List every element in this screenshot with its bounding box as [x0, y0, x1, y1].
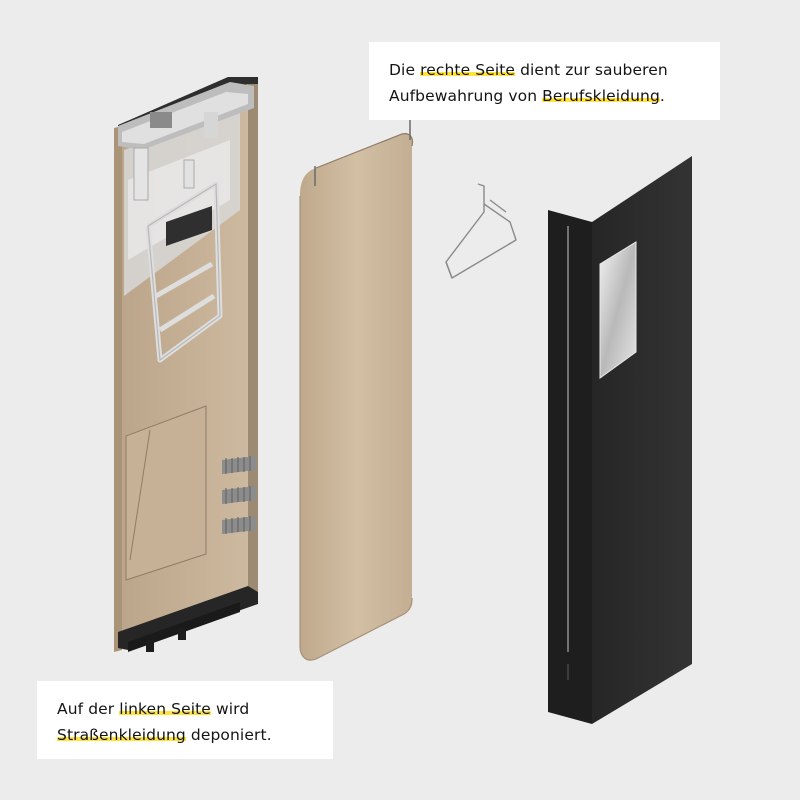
- partition-panel: [299, 118, 414, 661]
- callout-left-line-1: Auf der linken Seite wird: [57, 700, 250, 718]
- right-door: [548, 156, 692, 724]
- callout-right-side: Die rechte Seite dient zur sauberen Aufb…: [369, 42, 720, 120]
- hanger-icon: [445, 183, 517, 279]
- left-cabinet: [114, 77, 258, 652]
- callout-left-line-2: Straßenkleidung deponiert.: [57, 726, 272, 744]
- callout-right-line-2: Aufbewahrung von Berufskleidung.: [389, 87, 665, 105]
- highlight-rechte-seite: rechte Seite: [420, 61, 516, 79]
- callout-left-side: Auf der linken Seite wird Straßenkleidun…: [37, 681, 333, 759]
- highlight-strassenkleidung: Straßenkleidung: [57, 726, 186, 744]
- highlight-berufskleidung: Berufskleidung: [542, 87, 660, 105]
- callout-right-line-1: Die rechte Seite dient zur sauberen: [389, 61, 668, 79]
- highlight-linken-seite: linken Seite: [119, 700, 211, 718]
